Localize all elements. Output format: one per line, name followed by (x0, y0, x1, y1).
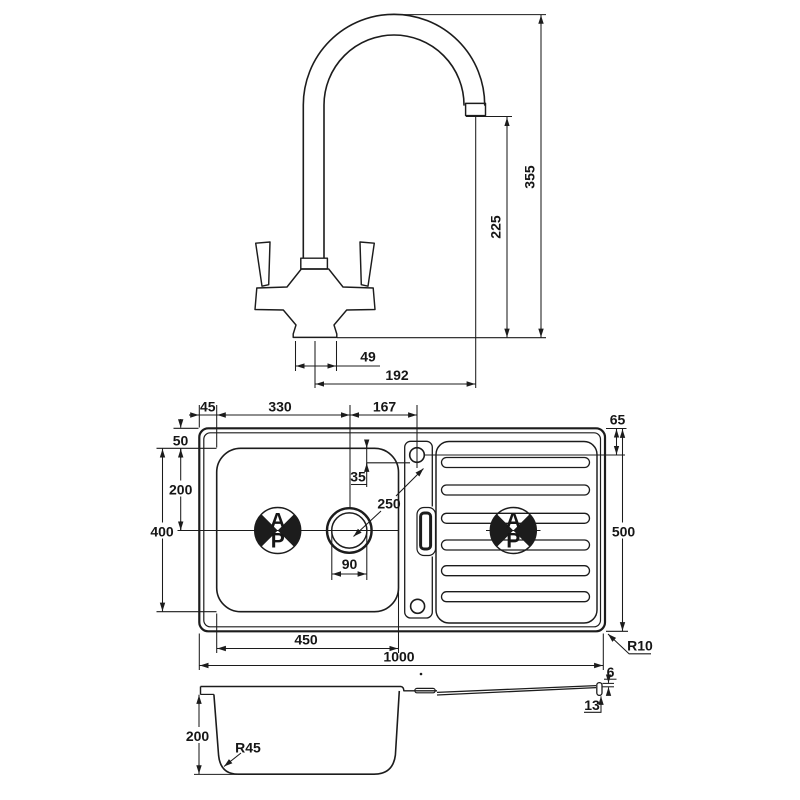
dim-r45-label: R45 (235, 740, 261, 756)
drainer-ribs (440, 456, 591, 603)
drainer-rib (440, 591, 591, 603)
sink-outer-outline (198, 427, 607, 633)
drainer-rib (440, 512, 591, 524)
drainer-slope-front (436, 684, 597, 694)
dim-400-label: 400 (150, 524, 174, 540)
datum-wedge (490, 514, 514, 547)
divider-step (400, 685, 437, 692)
dim-200-label: 200 (169, 482, 193, 498)
datum-letter-p: P (271, 530, 285, 553)
dim-1000-label: 1000 (383, 649, 414, 665)
datum-letter-a: A (506, 510, 521, 533)
sink-side-view: 200 R45 6 13 (183, 664, 617, 775)
sink-inner-rim (203, 432, 602, 628)
stray-dot (419, 672, 423, 676)
dim-13-label: 13 (584, 697, 600, 713)
label-mask (608, 522, 639, 539)
tap-dimensions: 49 192 225 355 (294, 14, 546, 388)
dim-250-label: 250 (377, 496, 401, 512)
tap-body (254, 268, 376, 339)
spout-outer-outline (302, 13, 486, 259)
datum-letter-p: P (506, 530, 520, 553)
leader-line (395, 468, 424, 497)
drainer-rib (440, 484, 591, 496)
dim-330-label: 330 (268, 399, 292, 415)
dim-192-label: 192 (385, 367, 409, 383)
label-mask (166, 480, 195, 497)
datum-circle (489, 506, 538, 555)
overflow-slot-inner (419, 511, 433, 551)
plan-dimensions: 45 330 167 65 500 50 200 400 (147, 399, 653, 676)
dim-r10-label: R10 (627, 638, 653, 654)
datum-wedge (513, 514, 537, 547)
left-lever-handle (254, 241, 271, 287)
datum-letter-a: A (270, 510, 285, 533)
edge-lip-profile (596, 681, 603, 697)
spout-collar (300, 257, 329, 270)
divider-bottom-hole (409, 598, 426, 615)
drainer-rib (440, 565, 591, 577)
spout-inner-outline (323, 34, 465, 259)
dim-167-label: 167 (373, 399, 397, 415)
label-mask (183, 727, 213, 743)
aerator (464, 102, 487, 117)
label-mask (147, 522, 178, 539)
dim-50-label: 50 (173, 433, 189, 449)
datum-symbol-bowl: A P (253, 506, 302, 555)
dim-355-label: 355 (522, 165, 538, 189)
dim-450-label: 450 (294, 632, 318, 648)
overflow-section (414, 687, 436, 694)
dim-200-side-label: 200 (186, 728, 210, 744)
drainer-rib (440, 456, 591, 469)
dim-49-label: 49 (360, 349, 376, 365)
leader-line (223, 752, 242, 767)
bowl-profile (213, 690, 401, 775)
tap-front-view (254, 13, 487, 339)
datum-circle (253, 506, 302, 555)
leader-line (353, 510, 382, 537)
dim-90-label: 90 (342, 556, 358, 572)
dim-65-label: 65 (610, 412, 626, 428)
dim-6-label: 6 (607, 664, 615, 680)
datum-wedge (254, 514, 278, 547)
leader-line (607, 633, 651, 655)
dim-45-label: 45 (200, 399, 216, 415)
sink-plan-view: A P A P (164, 427, 607, 633)
datum-symbol-drainer: A P (489, 506, 538, 555)
drainer-outline (435, 440, 598, 624)
dim-35-label: 35 (350, 469, 366, 485)
right-lever-handle (359, 241, 376, 287)
dim-225-label: 225 (488, 215, 504, 239)
drainer-slope-back (436, 686, 597, 696)
dim-500-label: 500 (612, 524, 636, 540)
drainer-rib (440, 539, 591, 551)
datum-wedge (277, 514, 301, 547)
